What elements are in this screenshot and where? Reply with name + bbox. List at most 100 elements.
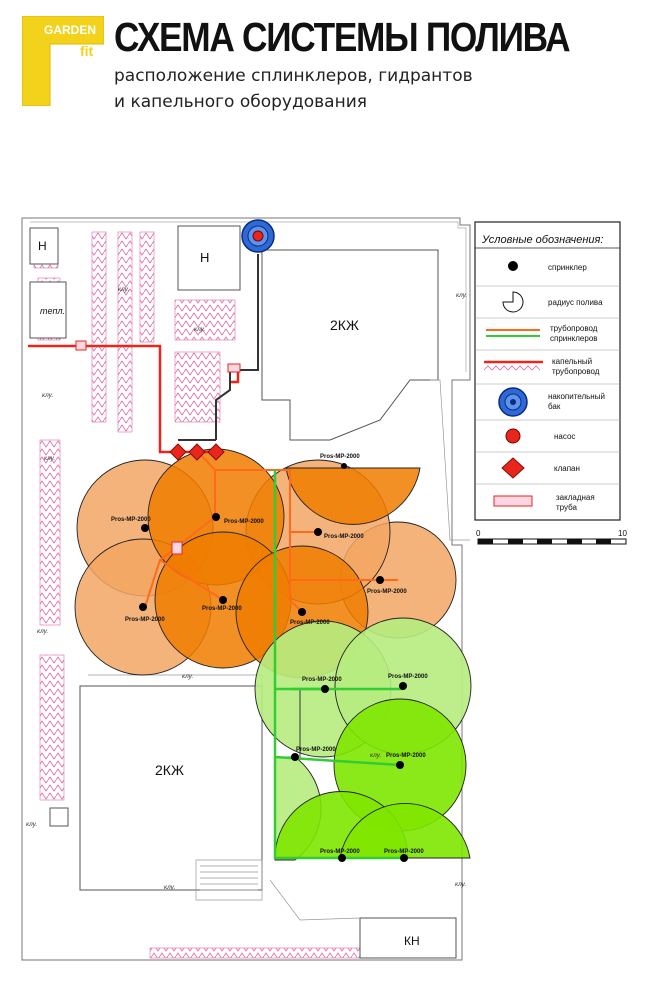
spray-radius-icon bbox=[502, 291, 524, 313]
legend-title: Условные обозначения: bbox=[481, 234, 603, 246]
sleeve-pipes bbox=[75, 340, 241, 555]
sprinkler-head bbox=[321, 685, 329, 693]
sprinkler-head bbox=[212, 513, 220, 521]
site-boundary bbox=[21, 217, 471, 961]
legend-label: насос bbox=[554, 432, 575, 441]
sprinkler-label: Pros-MP-2000 bbox=[290, 620, 330, 626]
valve-icon bbox=[207, 443, 225, 461]
sleeve-pipe bbox=[227, 363, 241, 373]
shrub-label: клу. bbox=[182, 673, 193, 680]
sleeve-pipe bbox=[75, 340, 87, 351]
hedge-strip bbox=[174, 351, 221, 423]
storage-tank-icon bbox=[498, 387, 528, 417]
shrub-label: клу. bbox=[42, 392, 53, 399]
greenhouse-label: тепл. bbox=[40, 306, 65, 316]
valve-icon bbox=[188, 443, 206, 461]
logo-word-garden: GARDEN bbox=[44, 23, 96, 37]
page-title: СХЕМА СИСТЕМЫ ПОЛИВА bbox=[114, 14, 571, 60]
building-label: Н bbox=[200, 250, 209, 265]
valve-icon bbox=[169, 443, 187, 461]
building-label: 2КЖ bbox=[155, 762, 184, 778]
sprinkler-head bbox=[314, 528, 322, 536]
scale-start-label: 0 bbox=[476, 529, 481, 538]
hedge-strip bbox=[117, 231, 133, 433]
hedge-strip bbox=[39, 439, 61, 626]
sleeve-pipe bbox=[171, 541, 183, 555]
spray-radius-zone bbox=[339, 802, 471, 859]
sleeve-pipe-icon bbox=[493, 495, 533, 507]
sprinkler-head bbox=[291, 753, 299, 761]
sprinkler-pipeline-orange bbox=[144, 451, 398, 613]
sprinkler-head bbox=[341, 463, 347, 469]
sprinkler-label: Pros-MP-2000 bbox=[367, 589, 407, 595]
sprinkler-dot-icon bbox=[508, 261, 518, 271]
pump-icon bbox=[252, 230, 264, 242]
shrub-label: клу. bbox=[370, 752, 381, 759]
sprinkler-head bbox=[376, 576, 384, 584]
building-kn bbox=[359, 917, 457, 959]
hedge-strip bbox=[139, 231, 155, 343]
legend-label: радиус полива bbox=[548, 298, 603, 307]
sprinkler-head bbox=[139, 603, 147, 611]
house-2kzh-bottom bbox=[79, 685, 263, 891]
legend-label: спринклеров bbox=[550, 334, 598, 343]
sprinkler-label: Pros-MP-2000 bbox=[111, 517, 151, 523]
valve-icon bbox=[501, 457, 525, 479]
sprinkler-label: Pros-MP-2000 bbox=[320, 849, 360, 855]
building-label: КН bbox=[404, 934, 420, 948]
spray-radius-zone bbox=[285, 467, 421, 525]
legend-label: труба bbox=[556, 503, 578, 512]
building-labels: Н Н 2КЖ 2КЖ КН тепл. bbox=[38, 239, 420, 948]
shrub-label: клу. bbox=[456, 292, 467, 299]
legend-label: спринклер bbox=[548, 263, 587, 272]
legend-label: накопительный bbox=[548, 392, 605, 401]
building-n-small bbox=[29, 227, 59, 265]
scale-end-label: 10 bbox=[618, 529, 627, 538]
building-label: Н bbox=[38, 239, 47, 253]
sprinkler-label: Pros-MP-2000 bbox=[388, 674, 428, 680]
sprinkler-labels: Pros-MP-2000 Pros-MP-2000 Pros-MP-2000 P… bbox=[111, 454, 428, 855]
storage-tank bbox=[241, 219, 275, 253]
site-inner-boundary bbox=[30, 221, 467, 372]
sprinkler-head bbox=[219, 596, 227, 604]
hedge-strip bbox=[39, 654, 65, 801]
greenhouse bbox=[29, 281, 67, 339]
legend-label: капельный bbox=[552, 357, 592, 366]
sprinkler-label: Pros-MP-2000 bbox=[320, 454, 360, 460]
sprinkler-head bbox=[399, 682, 407, 690]
scale-bar: 0 10 bbox=[476, 529, 627, 545]
sprinkler-label: Pros-MP-2000 bbox=[324, 534, 364, 540]
sprinkler-label: Pros-MP-2000 bbox=[296, 747, 336, 753]
sprinkler-label: Pros-MP-2000 bbox=[224, 519, 264, 525]
sprinkler-head bbox=[400, 854, 408, 862]
legend-label: трубопровод bbox=[552, 367, 600, 376]
hedge-strip bbox=[174, 299, 236, 341]
legend: Условные обозначения: спринклер радиус п… bbox=[474, 221, 621, 521]
sprinkler-label: Pros-MP-2000 bbox=[384, 849, 424, 855]
logo-word-fit: fit bbox=[80, 43, 94, 59]
shrub-label: клу. bbox=[455, 881, 466, 888]
shrub-labels: клу. клу. клу. клу. клу. клу. клу. клу. … bbox=[26, 286, 467, 891]
shrub-label: клу. bbox=[194, 326, 205, 333]
legend-label: закладная bbox=[556, 493, 595, 502]
sprinkler-head bbox=[298, 608, 306, 616]
shrub-label: клу. bbox=[164, 884, 175, 891]
legend-box bbox=[474, 221, 621, 521]
page-subtitle-line1: расположение сплинклеров, гидрантов bbox=[114, 66, 473, 86]
small-pad bbox=[49, 807, 69, 827]
legend-label: трубопровод bbox=[550, 324, 598, 333]
legend-label: клапан bbox=[554, 464, 580, 473]
main-feed-line bbox=[178, 254, 259, 441]
building-n bbox=[177, 225, 241, 291]
shrub-label: клу. bbox=[118, 286, 129, 293]
shrub-label: клу. bbox=[37, 628, 48, 635]
sprinkler-label: Pros-MP-2000 bbox=[202, 606, 242, 612]
buildings bbox=[29, 225, 457, 959]
hedge-strip bbox=[91, 231, 107, 423]
page-subtitle-line2: и капельного оборудования bbox=[114, 92, 367, 112]
pump-icon bbox=[505, 428, 521, 444]
sprinkler-label: Pros-MP-2000 bbox=[125, 617, 165, 623]
sprinkler-head bbox=[396, 761, 404, 769]
sprinkler-head bbox=[141, 524, 149, 532]
